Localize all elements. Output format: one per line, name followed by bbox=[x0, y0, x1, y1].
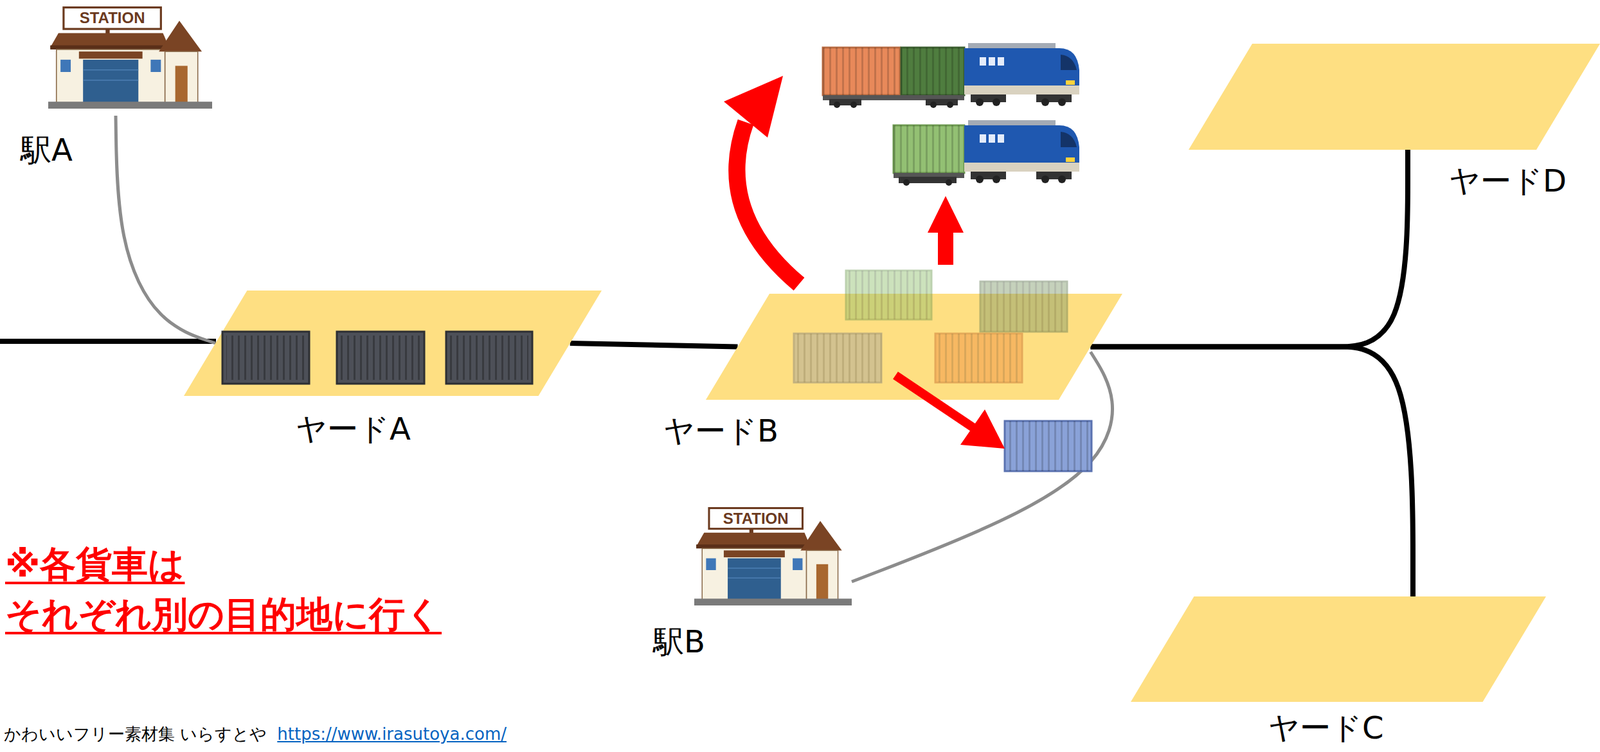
track-line bbox=[115, 115, 216, 344]
credit-text: かわいいフリー素材集 いらすとや bbox=[3, 725, 267, 745]
freight-train bbox=[893, 120, 1080, 186]
yard-area: ヤードC bbox=[1130, 596, 1547, 702]
yard-fill bbox=[183, 290, 602, 396]
incoming-track bbox=[0, 338, 216, 344]
station-sign: STATION bbox=[710, 509, 801, 530]
credit-url: https://www.irasutoya.com/ bbox=[277, 725, 507, 745]
yard-shape bbox=[1130, 596, 1547, 702]
station-building: STATION駅A bbox=[48, 6, 213, 110]
red-arrow bbox=[723, 75, 1005, 449]
yard-area: ヤードA bbox=[183, 290, 602, 396]
track-line bbox=[1090, 149, 1409, 348]
yard-shape bbox=[705, 293, 1123, 400]
yard-fill bbox=[1188, 43, 1600, 150]
freight-container bbox=[222, 331, 533, 384]
station-sign: STATION bbox=[64, 8, 160, 29]
blue-container bbox=[1004, 421, 1092, 472]
station-building: STATION駅B bbox=[694, 507, 852, 610]
track-line bbox=[1090, 347, 1414, 598]
yard-label: ヤードC bbox=[1268, 710, 1385, 746]
track-line bbox=[570, 343, 738, 348]
yard-area: ヤードB bbox=[705, 293, 1123, 400]
note-text: ※各貨車は bbox=[5, 543, 185, 585]
note-text: それぞれ別の目的地に行く bbox=[5, 593, 442, 636]
freight-train bbox=[822, 43, 1080, 108]
yard-label: ヤードD bbox=[1448, 163, 1567, 199]
station-label: 駅B bbox=[653, 624, 706, 660]
yard-fill bbox=[1130, 596, 1547, 702]
yard-shape bbox=[183, 290, 602, 396]
yard-area: ヤードD bbox=[1188, 43, 1600, 150]
yard-shape bbox=[1188, 43, 1600, 150]
yard-label: ヤードB bbox=[663, 413, 779, 449]
yard-fill bbox=[705, 293, 1123, 400]
faded-container bbox=[793, 270, 1068, 383]
station-label: 駅A bbox=[20, 132, 73, 168]
yard-label: ヤードA bbox=[295, 411, 411, 447]
